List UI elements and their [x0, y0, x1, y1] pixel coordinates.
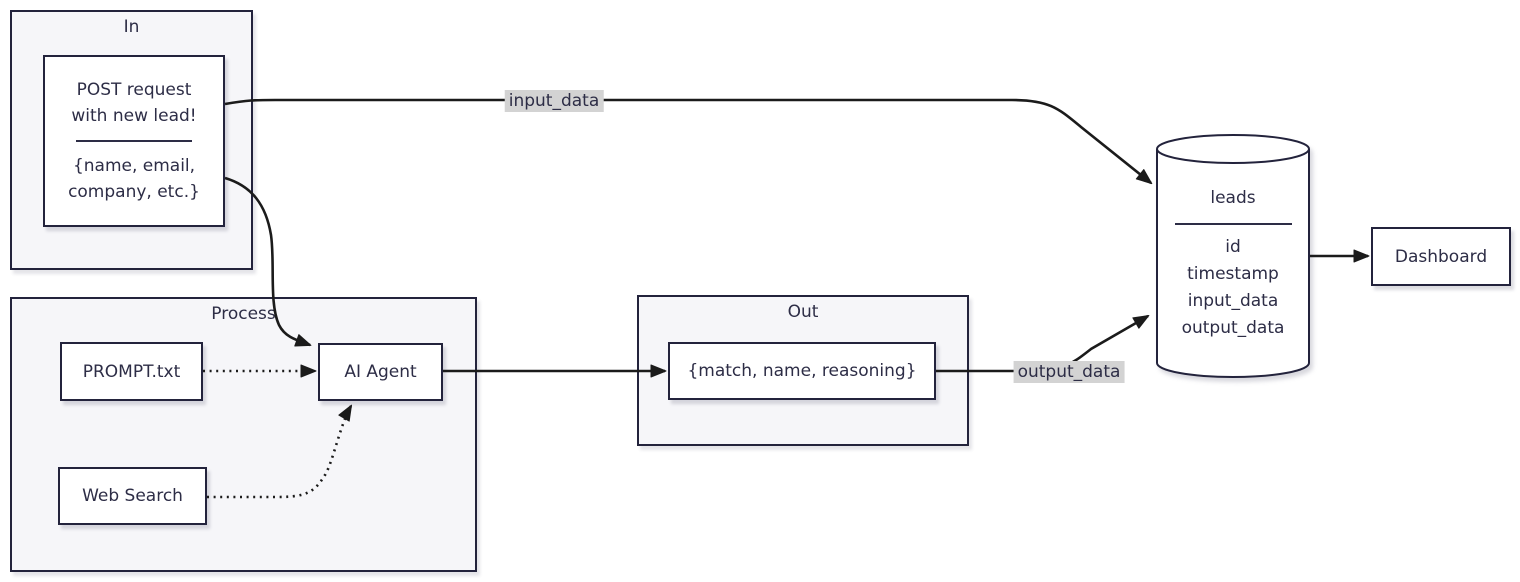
- node-leads-database: leads id timestamp input_data output_dat…: [1156, 133, 1310, 379]
- node-divider: [76, 140, 192, 142]
- edge-label-input-data: input_data: [504, 90, 604, 112]
- out-object-label: {match, name, reasoning}: [687, 361, 917, 381]
- container-out-title: Out: [787, 302, 819, 322]
- post-request-fields-text: {name, email, company, etc.}: [68, 156, 200, 202]
- leads-db-content: leads id timestamp input_data output_dat…: [1156, 133, 1310, 379]
- node-ai-agent: AI Agent: [318, 343, 443, 401]
- container-process: Process: [10, 297, 477, 572]
- container-process-title: Process: [211, 304, 276, 324]
- node-out-object: {match, name, reasoning}: [668, 342, 936, 400]
- node-post-request: POST request with new lead! {name, email…: [43, 55, 225, 227]
- ai-agent-label: AI Agent: [344, 362, 417, 382]
- leads-db-divider: [1174, 223, 1292, 225]
- leads-db-field-id: id: [1225, 237, 1241, 257]
- dashboard-label: Dashboard: [1394, 246, 1488, 267]
- leads-db-field-input-data: input_data: [1187, 291, 1279, 311]
- edge-label-output-data: output_data: [1013, 361, 1125, 383]
- web-search-label: Web Search: [82, 486, 183, 506]
- leads-db-field-timestamp: timestamp: [1187, 264, 1279, 284]
- post-request-text: POST request with new lead!: [71, 80, 197, 126]
- node-prompt-file: PROMPT.txt: [60, 342, 203, 401]
- node-dashboard: Dashboard: [1371, 227, 1511, 286]
- database-cylinder-icon: [1156, 134, 1310, 378]
- node-web-search: Web Search: [58, 467, 207, 525]
- edge-post-to-leads: [224, 98, 1153, 185]
- prompt-file-label: PROMPT.txt: [82, 361, 181, 382]
- leads-db-field-output-data: output_data: [1181, 318, 1285, 338]
- container-in-title: In: [123, 17, 140, 37]
- leads-db-title: leads: [1210, 188, 1256, 208]
